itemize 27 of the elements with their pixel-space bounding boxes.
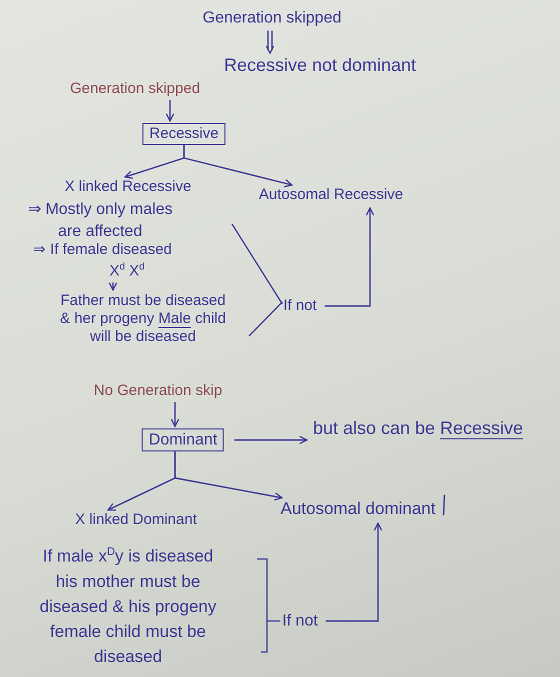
boxed-heading: Recessive xyxy=(142,123,226,145)
category-label: Autosomal Recessive xyxy=(258,186,404,204)
genotype-label: X$^{d}$ X$^{d}$ xyxy=(109,262,145,280)
condition-label: If not xyxy=(282,611,318,631)
boxed-heading: Dominant xyxy=(142,428,224,452)
condition-label: If not xyxy=(283,297,317,315)
arrow xyxy=(183,145,293,188)
arrow xyxy=(108,282,118,291)
bullet-note: ⇒ Mostly only males are affected xyxy=(28,200,174,242)
arrow xyxy=(324,207,374,307)
note-text: Father must be diseased & her progeny Male child will be diseased xyxy=(56,292,230,346)
category-label: X linked Dominant xyxy=(75,511,197,529)
bullet-note: ⇒ If female diseased xyxy=(33,240,172,260)
arrow xyxy=(166,100,174,122)
conclusion-text: Recessive not dominant xyxy=(224,55,416,77)
arrow xyxy=(326,522,382,622)
arrow xyxy=(170,402,180,428)
note-text: but also can be Recessive xyxy=(312,418,524,440)
arrow xyxy=(266,30,274,54)
arrow xyxy=(174,452,283,501)
category-label: X linked Recessive xyxy=(64,178,192,196)
note-text: Generation skipped xyxy=(202,8,342,28)
category-label: Autosomal dominant xyxy=(280,498,436,520)
note-text: No Generation skip xyxy=(94,382,222,400)
note-text: Generation skipped xyxy=(70,80,200,98)
arrow xyxy=(234,436,308,444)
note-text: If male x$^{D}$y is diseased his mother must be diseased & his progeny female child must be diseased xyxy=(30,540,226,669)
